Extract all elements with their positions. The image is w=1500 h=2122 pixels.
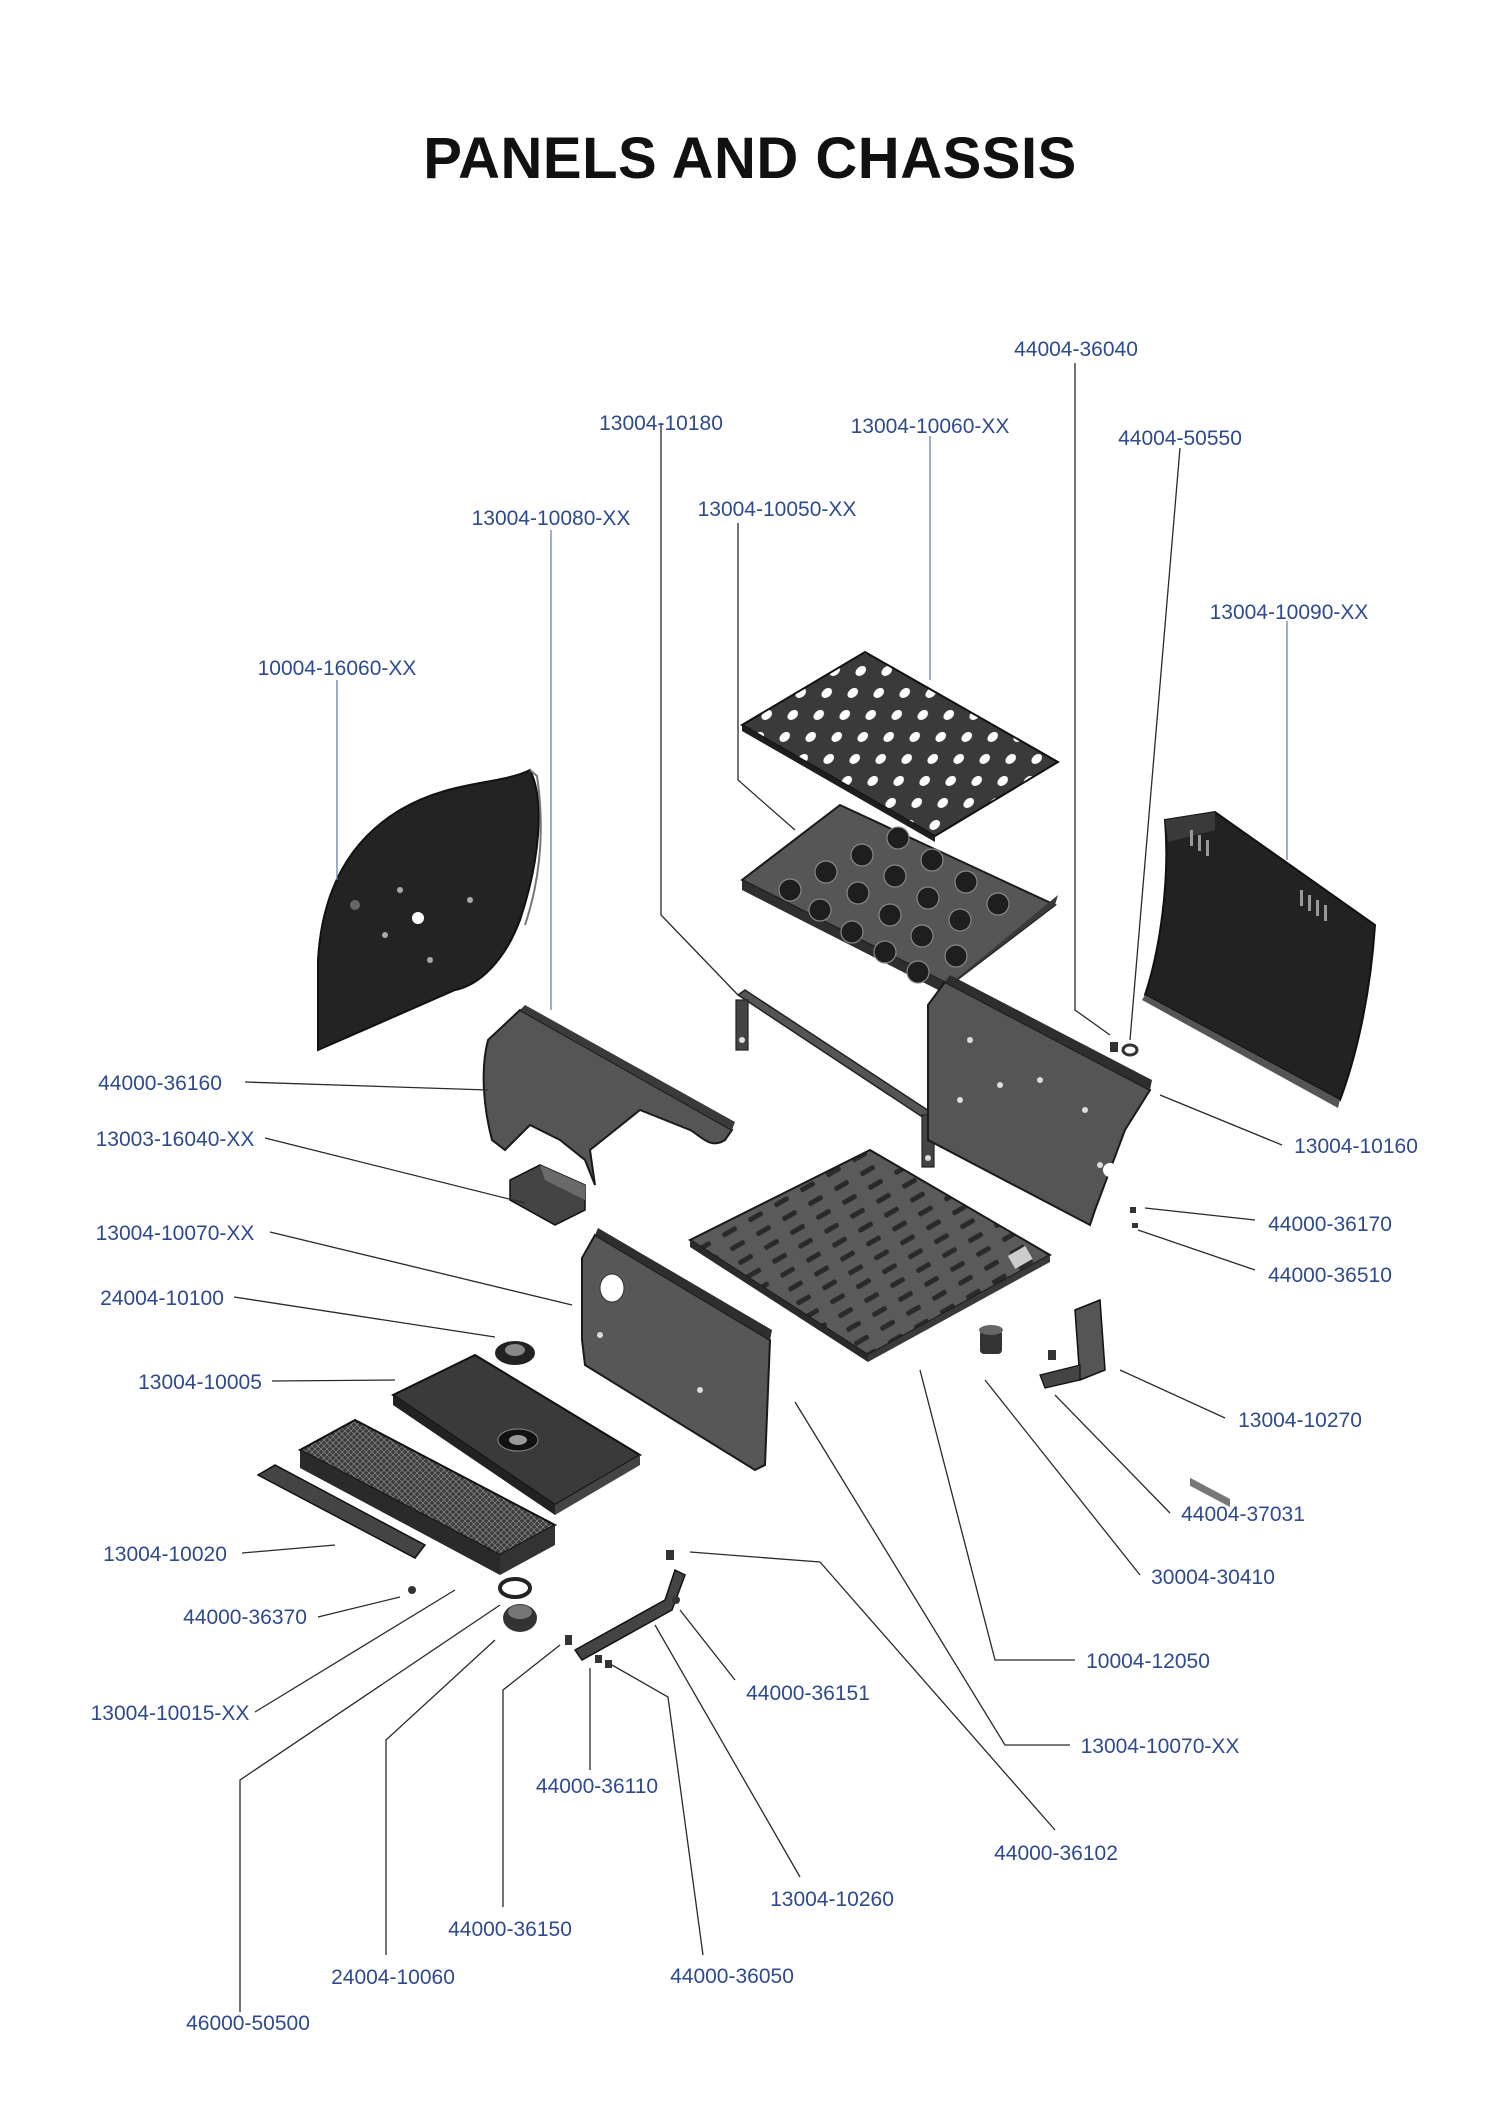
part-label-13004-10180: 13004-10180	[599, 412, 723, 435]
part-label-44004-36040: 44004-36040	[1014, 338, 1138, 361]
leader-p09	[244, 1081, 489, 1091]
bracket-arm	[573, 1550, 686, 1661]
leader-p30	[385, 1639, 496, 1955]
drain-fitting-ring	[495, 1341, 535, 1365]
part-label-44000-36370: 44000-36370	[183, 1606, 307, 1629]
part-label-44000-36151: 44000-36151	[746, 1682, 870, 1705]
part-label-13004-10080-xx: 13004-10080-XX	[472, 507, 631, 530]
left-side-panel	[317, 768, 542, 1052]
leader-p28	[654, 1624, 801, 1878]
part-label-46000-50500: 46000-50500	[186, 2012, 310, 2035]
page-title: PANELS AND CHASSIS	[423, 126, 1077, 191]
part-label-10004-12050: 10004-12050	[1086, 1650, 1210, 1673]
leader-p12	[1144, 1207, 1256, 1221]
part-label-44000-36150: 44000-36150	[448, 1918, 572, 1941]
leader-p31	[611, 1664, 704, 1956]
top-perforated-grid	[740, 650, 1060, 842]
part-label-24004-10100: 24004-10100	[100, 1287, 224, 1310]
rear-lower-panel	[482, 1005, 735, 1186]
part-label-44000-36102: 44000-36102	[994, 1842, 1118, 1865]
part-label-13004-10020: 13004-10020	[103, 1543, 227, 1566]
part-label-44000-36170: 44000-36170	[1268, 1213, 1392, 1236]
part-label-13004-10015-xx: 13004-10015-XX	[91, 1702, 250, 1725]
part-label-24004-10060: 24004-10060	[331, 1966, 455, 1989]
leader-p20	[984, 1379, 1141, 1576]
part-label-13004-10090-xx: 13004-10090-XX	[1210, 601, 1369, 624]
part-label-13004-10005: 13004-10005	[138, 1371, 262, 1394]
top-rear-panel	[927, 975, 1152, 1227]
part-labels: 44004-36040 13004-10180 13004-10060-XX 4…	[91, 338, 1418, 2035]
leader-p02	[660, 423, 739, 996]
leader-p21	[317, 1596, 401, 1618]
right-side-panel	[1142, 810, 1377, 1508]
part-label-44000-36160: 44000-36160	[98, 1072, 222, 1095]
part-label-13004-10160: 13004-10160	[1294, 1135, 1418, 1158]
parts-group	[256, 650, 1377, 1668]
leader-p04	[1129, 447, 1181, 1041]
part-label-13004-10270: 13004-10270	[1238, 1409, 1362, 1432]
drain-valve	[979, 1325, 1003, 1354]
leader-p23	[679, 1609, 736, 1681]
drip-tray	[391, 1353, 642, 1515]
grill-tray	[256, 1418, 558, 1575]
leader-lines	[233, 363, 1288, 2012]
leader-p10	[264, 1137, 526, 1204]
leader-p16	[271, 1379, 396, 1382]
leader-p27	[689, 1551, 1056, 1831]
leader-p32	[239, 1604, 501, 2012]
part-label-13004-10050-xx: 13004-10050-XX	[698, 498, 857, 521]
leader-p19	[241, 1544, 336, 1554]
mounting-bracket	[1039, 1207, 1138, 1389]
leader-p06	[737, 523, 796, 831]
part-label-44000-36510: 44000-36510	[1268, 1264, 1392, 1287]
part-label-44000-36110: 44000-36110	[536, 1775, 658, 1798]
small-fittings	[408, 1577, 612, 1668]
leader-p25	[794, 1401, 1070, 1746]
part-label-13004-10070-xx: 13004-10070-XX	[96, 1222, 255, 1245]
part-label-44004-37031: 44004-37031	[1181, 1503, 1305, 1526]
leader-p11	[1159, 1094, 1283, 1146]
part-label-44000-36050: 44000-36050	[670, 1965, 794, 1988]
leader-p22	[919, 1369, 1075, 1661]
part-label-44004-50550: 44004-50550	[1118, 427, 1242, 450]
part-label-10004-16060-xx: 10004-16060-XX	[258, 657, 417, 680]
drip-tray-top	[740, 803, 1058, 995]
leader-p24	[254, 1589, 456, 1713]
back-crossbar	[735, 989, 937, 1168]
part-label-13004-10070-xx: 13004-10070-XX	[1081, 1735, 1240, 1758]
leader-p14	[1137, 1229, 1256, 1271]
part-label-13003-16040-xx: 13003-16040-XX	[96, 1128, 255, 1151]
leader-p29	[502, 1644, 561, 1907]
part-label-13004-10060-xx: 13004-10060-XX	[851, 415, 1010, 438]
leader-p13	[269, 1231, 573, 1306]
part-label-13004-10260: 13004-10260	[770, 1888, 894, 1911]
leader-p17	[1119, 1369, 1226, 1419]
base-plate	[687, 1148, 1053, 1362]
small-bracket	[509, 1164, 586, 1226]
leader-p18	[1054, 1394, 1171, 1514]
front-panel	[581, 1228, 772, 1472]
part-label-30004-30410: 30004-30410	[1151, 1566, 1275, 1589]
top-screws	[1110, 1042, 1139, 1057]
leader-p01	[1074, 363, 1111, 1036]
leader-p15	[233, 1296, 496, 1338]
